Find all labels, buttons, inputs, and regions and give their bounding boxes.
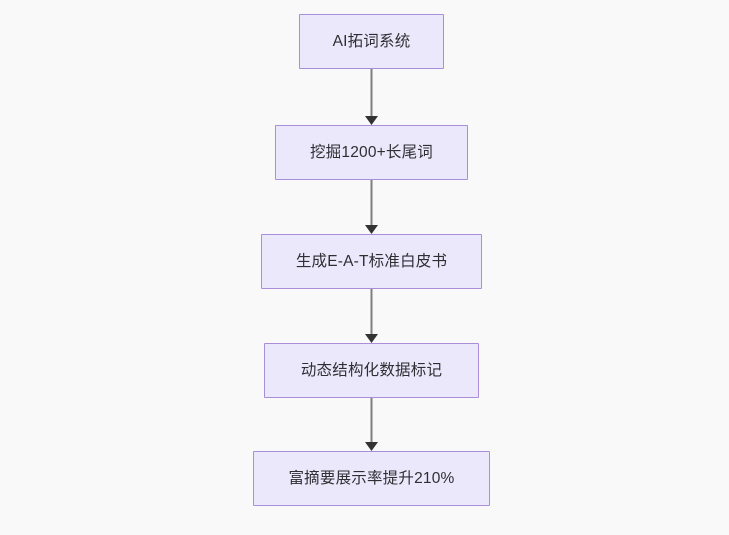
arrow-head — [364, 116, 378, 125]
flow-node-label: 动态结构化数据标记 — [300, 361, 443, 379]
arrow-head — [364, 442, 378, 451]
flow-node-label: 富摘要展示率提升210% — [288, 469, 455, 487]
flow-node-label: 生成E-A-T标准白皮书 — [295, 252, 448, 270]
flow-node-4[interactable]: 动态结构化数据标记 — [264, 343, 479, 398]
flow-node-1[interactable]: AI拓词系统 — [299, 14, 444, 69]
arrow-head — [364, 334, 378, 343]
arrow-head — [364, 225, 378, 234]
flow-node-5[interactable]: 富摘要展示率提升210% — [253, 451, 490, 506]
flow-node-label: 挖掘1200+长尾词 — [309, 143, 434, 161]
flow-node-3[interactable]: 生成E-A-T标准白皮书 — [261, 234, 482, 289]
flow-node-label: AI拓词系统 — [332, 32, 411, 50]
flow-node-2[interactable]: 挖掘1200+长尾词 — [275, 125, 468, 180]
